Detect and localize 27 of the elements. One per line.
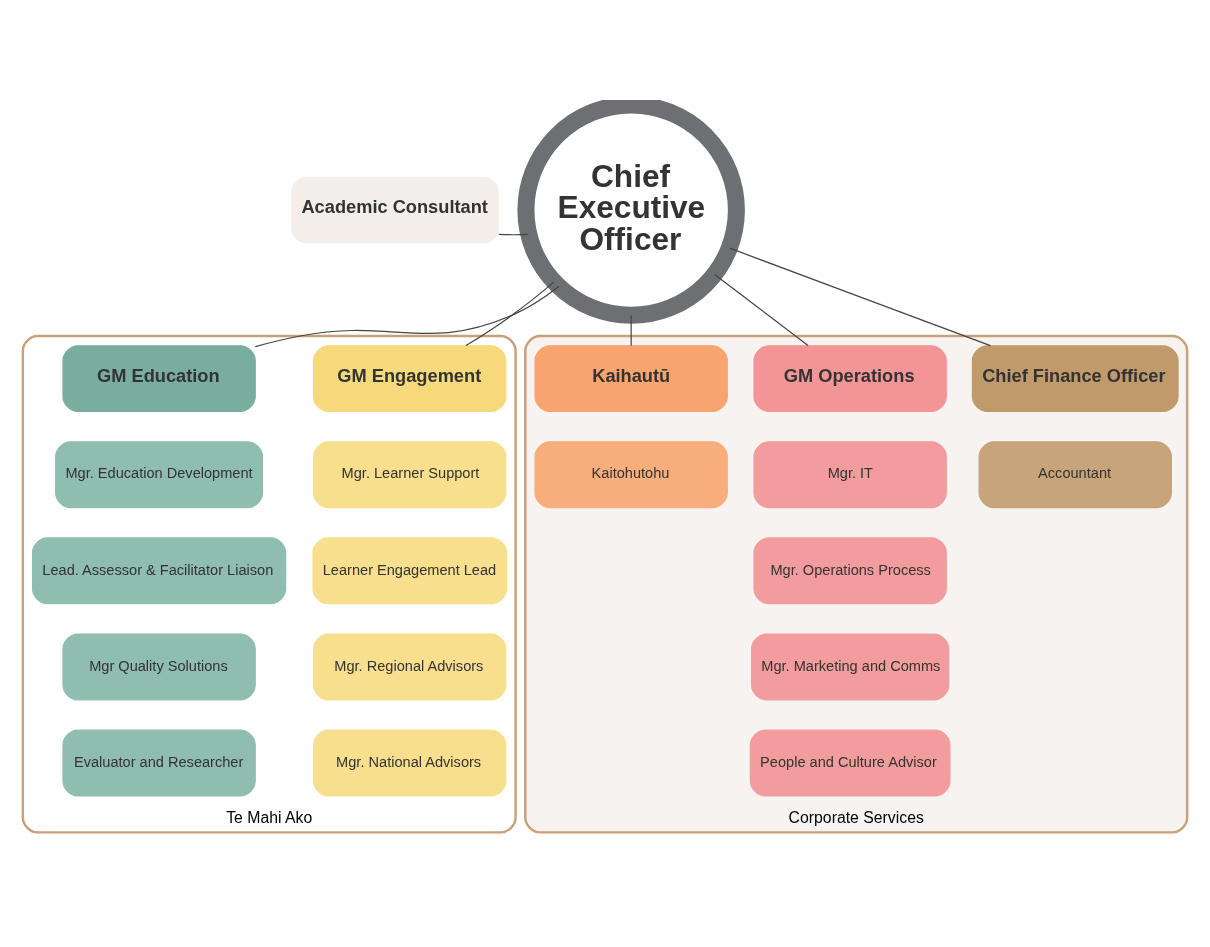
node-box: Mgr Quality Solutions xyxy=(62,633,256,701)
node-box: Mgr. Learner Support xyxy=(313,441,507,509)
connector xyxy=(498,233,529,236)
node-box: Academic Consultant xyxy=(291,176,500,244)
node-box: Mgr. Operations Process xyxy=(753,537,947,605)
connector xyxy=(729,247,991,347)
node-box: Mgr. Education Development xyxy=(55,441,264,509)
connector xyxy=(465,281,555,347)
node-box: Kaitohutohu xyxy=(534,441,728,509)
node-box: GM Engagement xyxy=(313,345,507,413)
node-box: Learner Engagement Lead xyxy=(312,537,508,605)
node-box: Kaihautū xyxy=(534,345,728,413)
node-box: GM Operations xyxy=(753,345,947,413)
node-box: Mgr. IT xyxy=(753,441,947,509)
connector xyxy=(713,273,809,347)
node-box: Chief Finance Officer xyxy=(971,345,1179,413)
connector xyxy=(254,285,560,348)
node-box: Mgr. Marketing and Comms xyxy=(751,633,950,701)
node-box: Lead. Assessor & Facilitator Liaison xyxy=(31,537,287,605)
connector xyxy=(630,314,632,347)
node-box: People and Culture Advisor xyxy=(749,729,951,797)
node-box: Evaluator and Researcher xyxy=(62,729,256,797)
node-box: GM Education xyxy=(62,345,256,413)
node-circle: Chief Executive Officer xyxy=(517,100,745,324)
node-box: Accountant xyxy=(978,441,1172,509)
node-box: Mgr. National Advisors xyxy=(313,729,507,797)
node-box: Mgr. Regional Advisors xyxy=(313,633,507,701)
